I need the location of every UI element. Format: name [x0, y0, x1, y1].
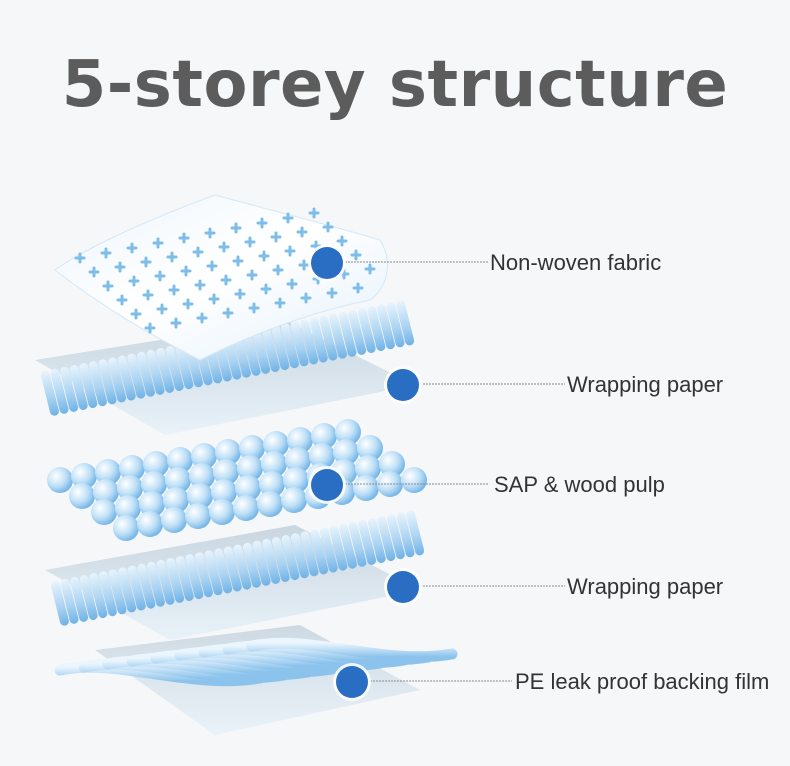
layer-3-sap-beads	[47, 419, 427, 541]
marker-1	[308, 244, 346, 282]
layer-5-pe-film	[54, 625, 458, 735]
label-pe-backing-film: PE leak proof backing film	[515, 669, 770, 694]
marker-3	[308, 466, 346, 504]
marker-5	[333, 663, 371, 701]
label-sap-wood-pulp: SAP & wood pulp	[494, 472, 665, 497]
label-wrapping-paper-upper: Wrapping paper	[567, 372, 724, 397]
layer-1-nonwoven-fabric	[54, 194, 388, 361]
layer-4-wrapping-paper	[45, 510, 425, 640]
marker-4	[384, 568, 422, 606]
marker-2	[384, 366, 422, 404]
label-wrapping-paper-lower: Wrapping paper	[567, 574, 724, 599]
label-nonwoven-fabric: Non-woven fabric	[490, 250, 662, 275]
layer-2-wrapping-paper	[35, 300, 415, 435]
page-title: 5-storey structure	[61, 48, 729, 122]
